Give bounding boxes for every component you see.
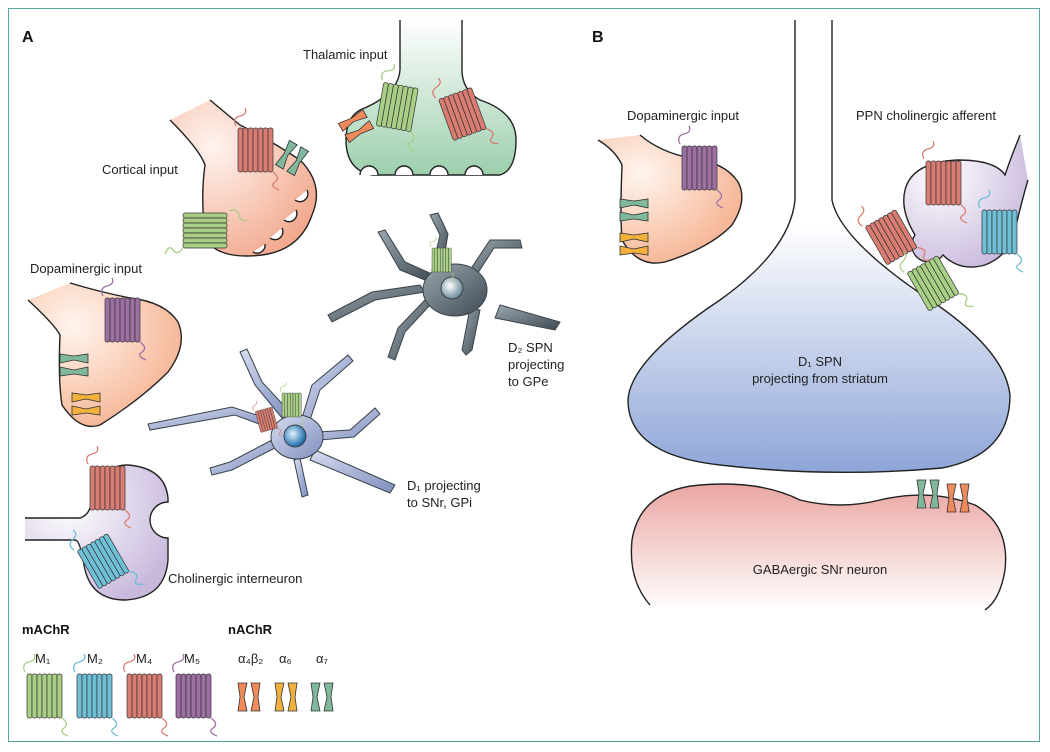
legend-m5-icon bbox=[172, 653, 218, 737]
ppn-cholinergic-afferent bbox=[851, 134, 1029, 329]
thalamic-input-label: Thalamic input bbox=[303, 47, 388, 62]
legend-machr-title: mAChR bbox=[22, 622, 70, 637]
dopaminergic-input-b-label: Dopaminergic input bbox=[627, 108, 739, 123]
d2-spn-neuron bbox=[327, 212, 561, 361]
legend-a4b2-icon bbox=[237, 682, 261, 712]
d2-label-line3: to GPe bbox=[508, 374, 548, 389]
cholinergic-interneuron bbox=[25, 445, 169, 607]
legend-m4-icon bbox=[123, 653, 169, 737]
dopaminergic-terminal-b bbox=[597, 125, 743, 264]
cortical-input-label: Cortical input bbox=[102, 162, 178, 177]
legend-a6-label: α₆ bbox=[279, 651, 292, 666]
cholinergic-interneuron-label: Cholinergic interneuron bbox=[168, 571, 302, 586]
d2-label-line1: D₂ SPN bbox=[508, 340, 553, 355]
ppn-label: PPN cholinergic afferent bbox=[856, 108, 996, 123]
legend-m2-label: M₂ bbox=[87, 651, 103, 666]
legend-nachr-title: nAChR bbox=[228, 622, 273, 637]
legend-a6-icon bbox=[274, 682, 298, 712]
d1-label-line2: to SNr, GPi bbox=[407, 495, 472, 510]
d1-label-line1: D₁ projecting bbox=[407, 478, 481, 493]
legend-m5-label: M₅ bbox=[184, 651, 200, 666]
gaba-snr-label: GABAergic SNr neuron bbox=[753, 562, 887, 577]
panel-b-label: B bbox=[592, 29, 604, 46]
legend-m1-icon bbox=[23, 653, 69, 737]
cortical-terminal bbox=[164, 99, 318, 257]
d1-spn-label-line2: projecting from striatum bbox=[752, 371, 888, 386]
d1-neuron bbox=[147, 348, 396, 498]
thalamic-terminal bbox=[337, 20, 517, 176]
legend-a7-icon bbox=[310, 682, 334, 712]
dopaminergic-input-label: Dopaminergic input bbox=[30, 261, 142, 276]
dopaminergic-terminal-a bbox=[27, 277, 182, 428]
legend-m1-label: M₁ bbox=[35, 651, 51, 666]
legend-m4-label: M₄ bbox=[136, 651, 152, 666]
panel-a-label: A bbox=[22, 29, 34, 46]
d2-label-line2: projecting bbox=[508, 357, 564, 372]
d1-spn-label-line1: D₁ SPN bbox=[798, 354, 842, 369]
legend: mAChR nAChR M₁ M₂ M₄ M₅ α₄β₂ α₆ α₇ bbox=[22, 622, 334, 737]
gabaergic-snr-neuron bbox=[630, 479, 1007, 611]
legend-a7-label: α₇ bbox=[316, 651, 329, 666]
legend-a4b2-label: α₄β₂ bbox=[238, 651, 263, 666]
legend-m2-icon bbox=[73, 653, 119, 737]
